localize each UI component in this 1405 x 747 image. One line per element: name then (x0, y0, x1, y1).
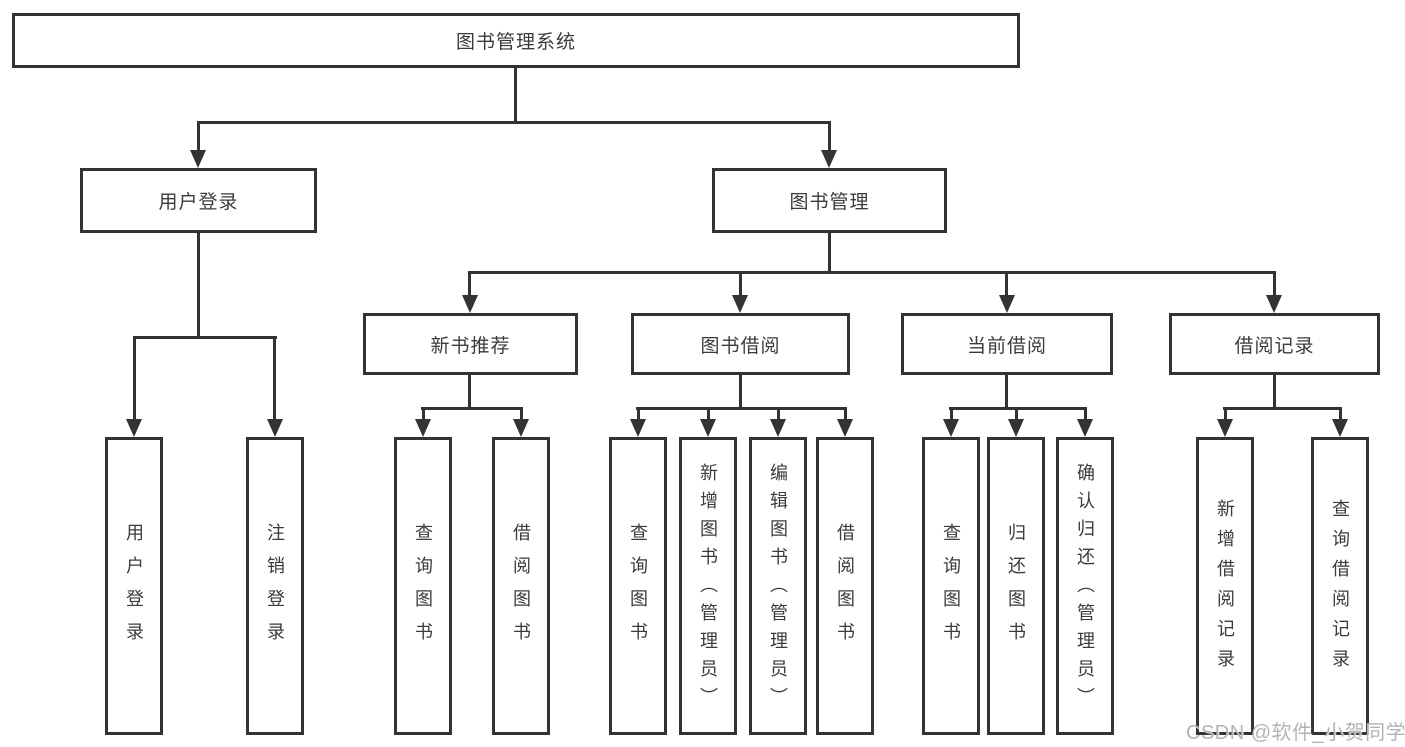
connector-line (636, 407, 847, 410)
node-current-borrow: 当前借阅 (901, 313, 1113, 375)
connector-line (777, 407, 780, 421)
connector-line (1339, 407, 1342, 421)
arrowhead-down-icon (513, 419, 529, 437)
connector-line (197, 233, 200, 339)
connector-line (133, 336, 277, 339)
connector-line (949, 407, 1087, 410)
leaf-query-book-current: 查询图书 (922, 437, 980, 735)
csdn-watermark: CSDN @软件_小贺同学 (1186, 722, 1405, 744)
leaf-add-book-admin: 新增图书（管理员） (679, 437, 737, 735)
connector-line (1273, 271, 1276, 297)
node-new-book-recommend: 新书推荐 (363, 313, 578, 375)
connector-line (469, 271, 1276, 274)
connector-line (1005, 271, 1008, 297)
connector-line (520, 407, 523, 421)
arrowhead-down-icon (126, 419, 142, 437)
connector-line (421, 407, 523, 410)
arrowhead-down-icon (1217, 419, 1233, 437)
node-book-borrow: 图书借阅 (631, 313, 850, 375)
connector-line (273, 336, 276, 421)
arrowhead-down-icon (1266, 295, 1282, 313)
connector-line (637, 407, 640, 421)
arrowhead-down-icon (415, 419, 431, 437)
connector-line (707, 407, 710, 421)
arrowhead-down-icon (943, 419, 959, 437)
connector-line (1224, 407, 1227, 421)
arrowhead-down-icon (267, 419, 283, 437)
leaf-borrow-book-recommend: 借阅图书 (492, 437, 550, 735)
arrowhead-down-icon (770, 419, 786, 437)
arrowhead-down-icon (1008, 419, 1024, 437)
connector-line (1223, 407, 1342, 410)
connector-line (468, 375, 471, 410)
connector-line (133, 336, 136, 421)
arrowhead-down-icon (190, 150, 206, 168)
connector-line (514, 68, 517, 124)
arrowhead-down-icon (1332, 419, 1348, 437)
leaf-edit-book-admin: 编辑图书（管理员） (749, 437, 807, 735)
arrowhead-down-icon (1077, 419, 1093, 437)
arrowhead-down-icon (462, 295, 478, 313)
leaf-user-login: 用户登录 (105, 437, 163, 735)
connector-line (422, 407, 425, 421)
node-user-login: 用户登录 (80, 168, 317, 233)
node-root-library-system: 图书管理系统 (12, 13, 1020, 68)
arrowhead-down-icon (821, 150, 837, 168)
arrowhead-down-icon (999, 295, 1015, 313)
connector-line (828, 121, 831, 152)
arrowhead-down-icon (732, 295, 748, 313)
connector-line (197, 121, 200, 152)
leaf-query-book-borrow: 查询图书 (609, 437, 667, 735)
leaf-confirm-return-admin: 确认归还（管理员） (1056, 437, 1114, 735)
node-borrow-records: 借阅记录 (1169, 313, 1380, 375)
connector-line (739, 271, 742, 297)
leaf-borrow-book: 借阅图书 (816, 437, 874, 735)
connector-line (844, 407, 847, 421)
connector-line (828, 233, 831, 274)
leaf-query-borrow-record: 查询借阅记录 (1311, 437, 1369, 735)
node-book-management: 图书管理 (712, 168, 947, 233)
connector-line (950, 407, 953, 421)
connector-line (468, 271, 471, 297)
leaf-add-borrow-record: 新增借阅记录 (1196, 437, 1254, 735)
leaf-return-book: 归还图书 (987, 437, 1045, 735)
connector-line (1273, 375, 1276, 410)
connector-line (1015, 407, 1018, 421)
leaf-logout: 注销登录 (246, 437, 304, 735)
connector-line (1084, 407, 1087, 421)
connector-line (197, 121, 831, 124)
arrowhead-down-icon (630, 419, 646, 437)
connector-line (1005, 375, 1008, 410)
arrowhead-down-icon (700, 419, 716, 437)
arrowhead-down-icon (837, 419, 853, 437)
connector-line (739, 375, 742, 410)
leaf-query-book-recommend: 查询图书 (394, 437, 452, 735)
